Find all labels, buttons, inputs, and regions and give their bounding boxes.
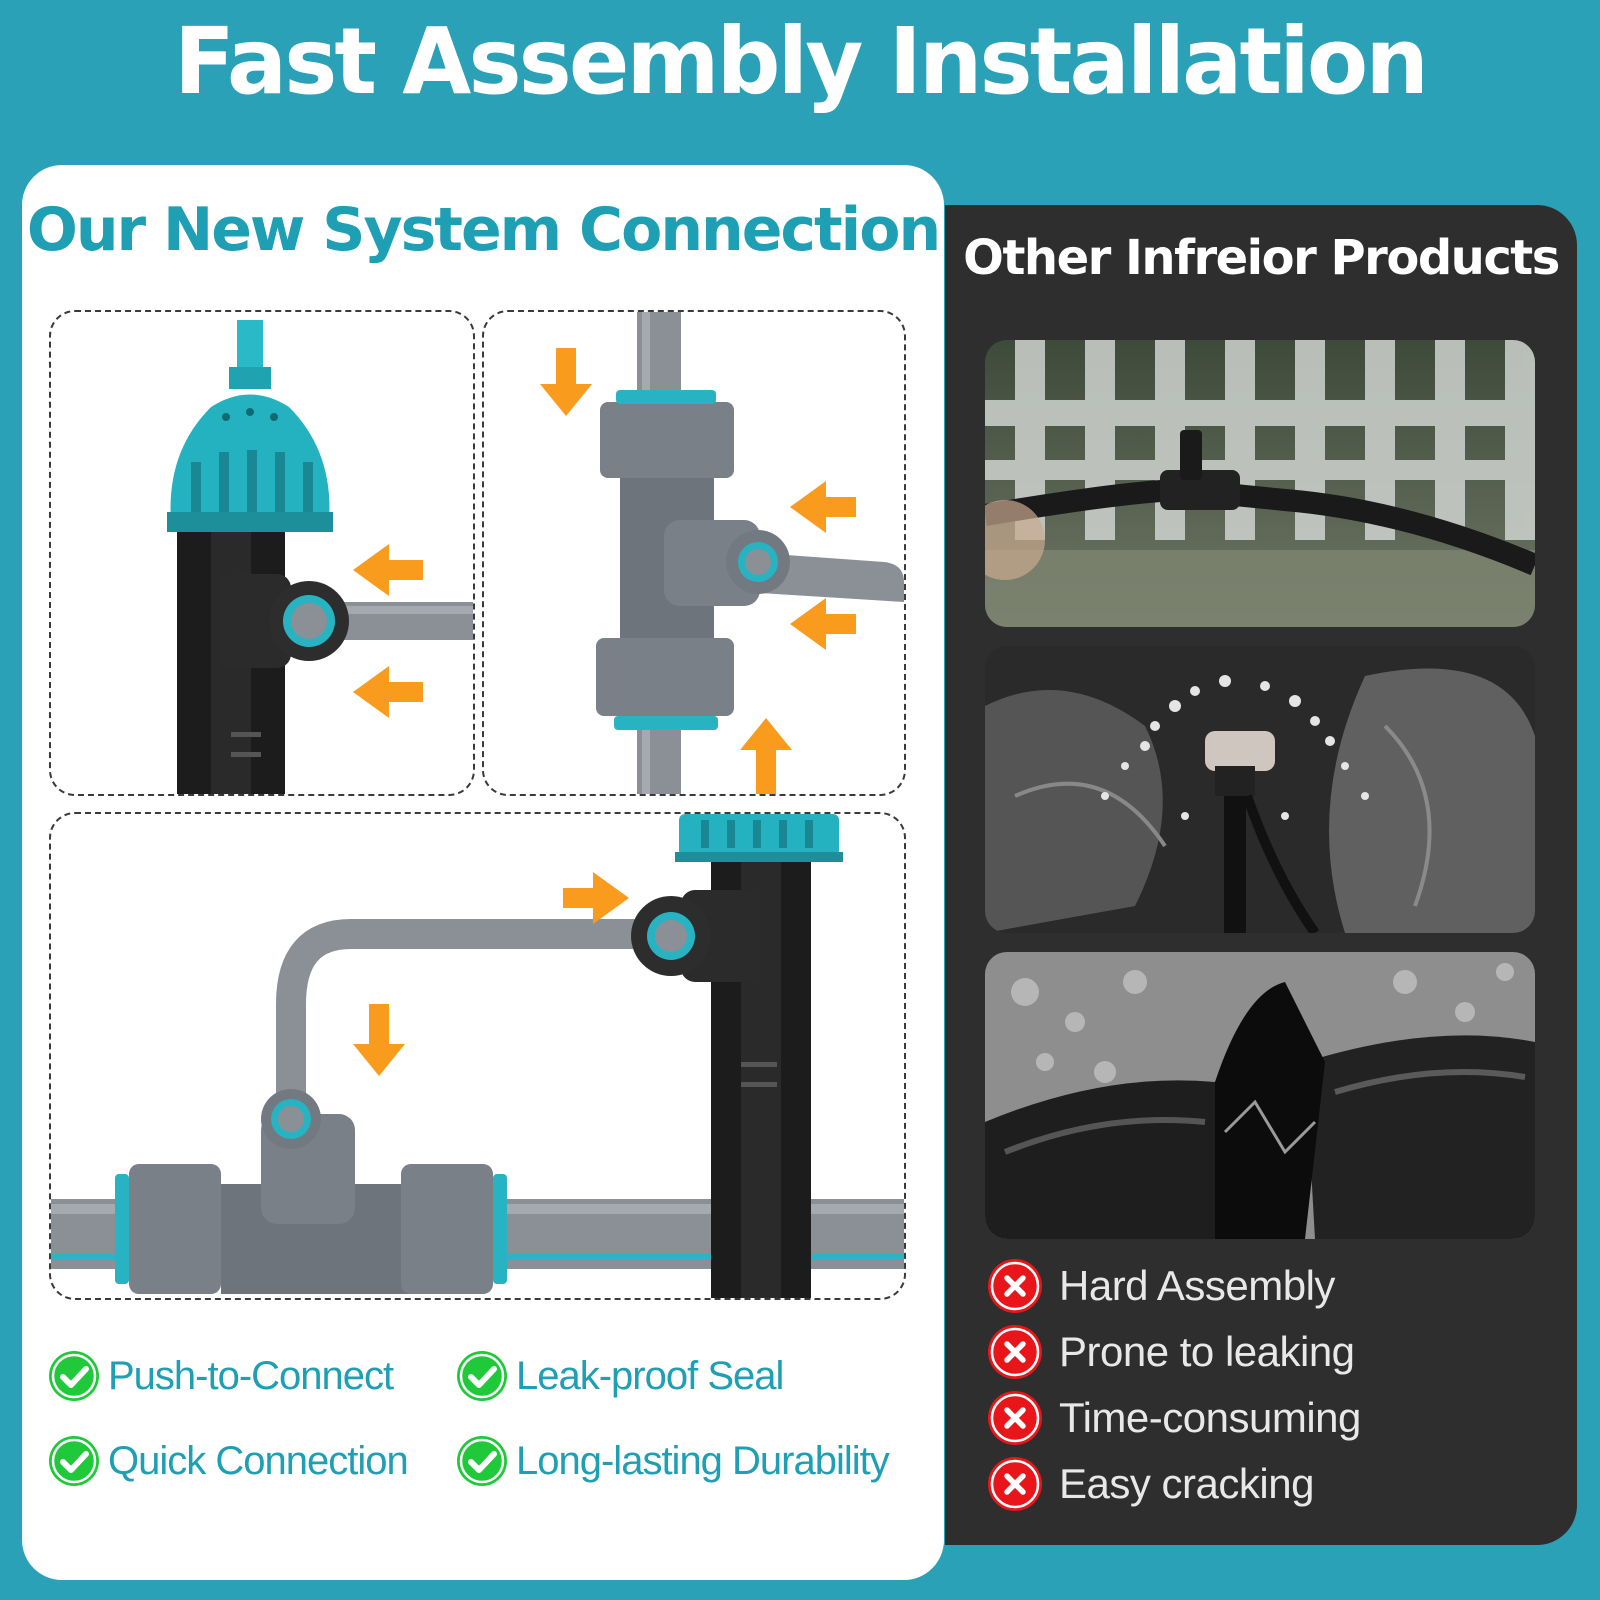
check-circle-icon (49, 1436, 99, 1486)
cracked-tubing-photo (985, 952, 1535, 1239)
x-circle-icon (988, 1259, 1042, 1313)
leaking-sprayer-photo (985, 646, 1535, 933)
page-title: Fast Assembly Installation (174, 8, 1429, 115)
feature-push-to-connect: Push-to-Connect (48, 1350, 394, 1402)
tee-fitting-photo (985, 340, 1535, 627)
con-hard-assembly: Hard Assembly (987, 1258, 1335, 1314)
push-arrow-icons (540, 348, 856, 794)
assembly-panel (49, 812, 906, 1300)
check-circle-icon (49, 1351, 99, 1401)
x-circle-icon (988, 1325, 1042, 1379)
push-arrow-icons (353, 872, 629, 1076)
inferior-products-card: Other Infreior Products (945, 205, 1577, 1545)
new-system-title: Our New System Connection (26, 195, 941, 265)
feature-label: Quick Connection (108, 1438, 409, 1483)
feature-leak-proof-seal: Leak-proof Seal (456, 1350, 784, 1402)
inferior-photo-tee-fitting (985, 340, 1535, 627)
x-circle-icon (988, 1457, 1042, 1511)
inferior-photo-cracked-tubing (985, 952, 1535, 1239)
push-arrow-icons (353, 544, 423, 718)
con-label: Prone to leaking (1059, 1328, 1355, 1375)
con-label: Hard Assembly (1059, 1262, 1335, 1309)
tee-connection-panel (482, 310, 906, 796)
con-label: Time-consuming (1059, 1394, 1361, 1441)
assembly-illustration (51, 814, 904, 1298)
check-circle-icon (457, 1351, 507, 1401)
stake-connection-panel (49, 310, 475, 796)
con-time-consuming: Time-consuming (987, 1390, 1361, 1446)
tee-connection-illustration (540, 312, 904, 794)
stake-connection-illustration (167, 320, 473, 794)
feature-label: Push-to-Connect (108, 1353, 394, 1398)
con-easy-cracking: Easy cracking (987, 1456, 1314, 1512)
check-circle-icon (457, 1436, 507, 1486)
feature-quick-connection: Quick Connection (48, 1435, 409, 1487)
inferior-photo-leaking-sprayer (985, 646, 1535, 933)
feature-label: Leak-proof Seal (516, 1353, 784, 1398)
x-circle-icon (988, 1391, 1042, 1445)
feature-long-lasting-durability: Long-lasting Durability (456, 1435, 890, 1487)
new-system-card: Our New System Connection (22, 165, 944, 1580)
inferior-products-title: Other Infreior Products (963, 230, 1560, 286)
con-label: Easy cracking (1059, 1460, 1314, 1507)
con-prone-to-leaking: Prone to leaking (987, 1324, 1355, 1380)
feature-label: Long-lasting Durability (516, 1438, 890, 1483)
